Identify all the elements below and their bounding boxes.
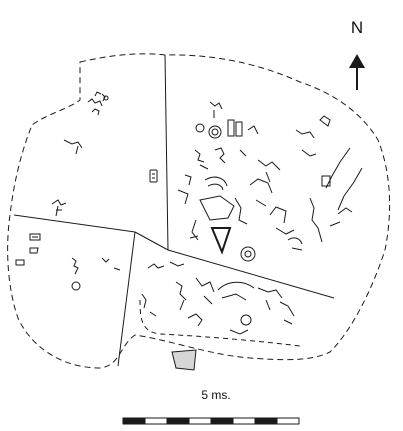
petroglyphs-south-sector [141,261,295,335]
sector-division-lines [13,54,335,367]
petroglyphs-west-sector [51,91,158,217]
north-arrow: N [349,18,365,90]
excavation-boundary-dashed [139,299,301,347]
petroglyphs-central-sector [177,101,363,262]
scale-bar [122,417,300,425]
site-boundary-dashed [7,53,391,369]
north-label: N [351,18,363,37]
petroglyphs-southwest-sector [15,233,121,291]
rock-outcrop [171,349,197,371]
scale-label: 5 ms. [201,388,230,402]
north-arrowhead-icon [349,54,365,68]
